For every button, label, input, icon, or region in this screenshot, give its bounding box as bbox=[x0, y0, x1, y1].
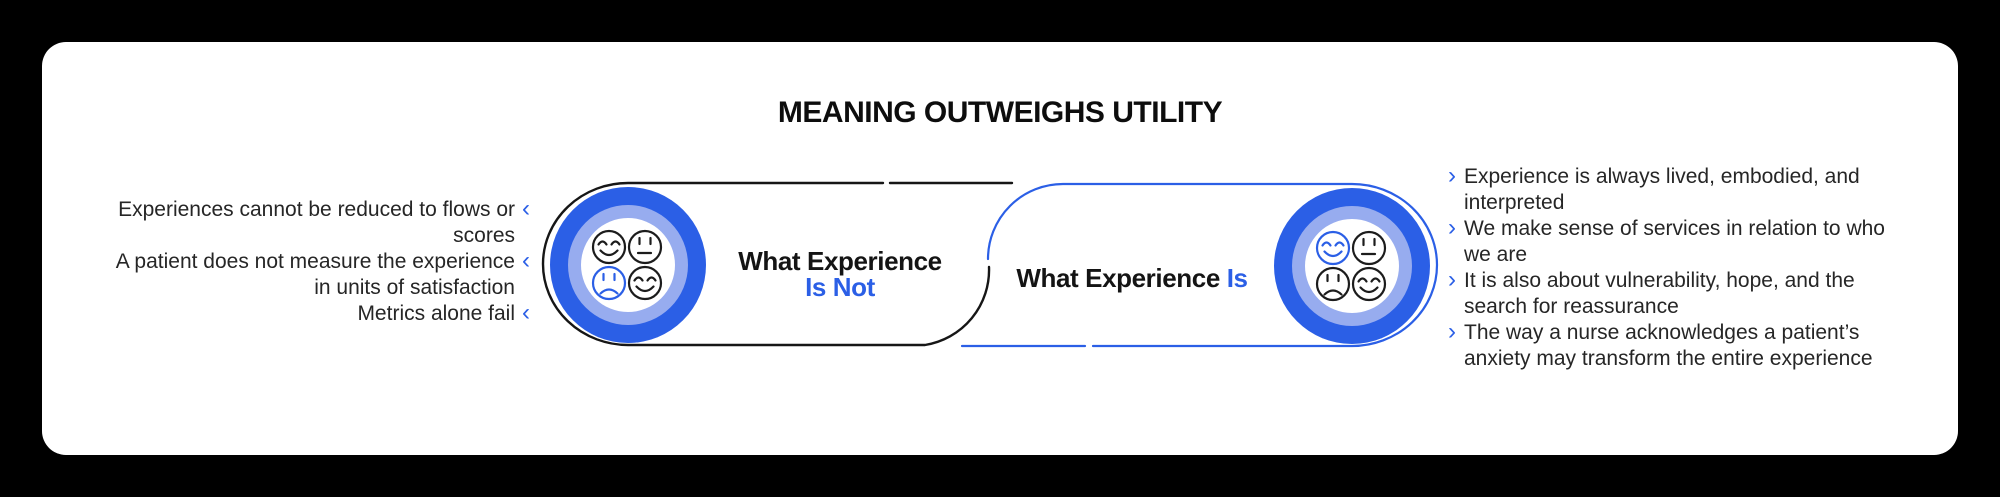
list-item: › We make sense of services in relation … bbox=[1448, 214, 1973, 268]
label-text: What Experience bbox=[1016, 263, 1220, 293]
list-item: › It is also about vulnerability, hope, … bbox=[1448, 266, 1973, 320]
chevron-left-icon: ‹ bbox=[522, 299, 530, 326]
chevron-left-icon: ‹ bbox=[522, 247, 530, 274]
chevron-right-icon: › bbox=[1448, 214, 1456, 241]
bullet-text: anxiety may transform the entire experie… bbox=[1464, 347, 1873, 370]
bullet-text: Metrics alone fail bbox=[357, 302, 515, 325]
what-experience-is-not-list: Experiences cannot be reduced to flows o… bbox=[52, 195, 530, 327]
list-item: A patient does not measure the experienc… bbox=[52, 247, 530, 301]
bullet-text: Experiences cannot be reduced to flows o… bbox=[118, 198, 515, 221]
label-accent-text: Is bbox=[1226, 263, 1248, 293]
chevron-left-icon: ‹ bbox=[522, 195, 530, 222]
bullet-text: in units of satisfaction bbox=[314, 276, 515, 299]
list-item: › The way a nurse acknowledges a patient… bbox=[1448, 318, 1973, 372]
bullet-text: interpreted bbox=[1464, 191, 1565, 214]
bullet-text: we are bbox=[1464, 243, 1528, 266]
chevron-right-icon: › bbox=[1448, 318, 1456, 345]
chevron-right-icon: › bbox=[1448, 162, 1456, 189]
what-experience-is-list: › Experience is always lived, embodied, … bbox=[1448, 162, 1973, 372]
label-text: What Experience bbox=[738, 246, 942, 276]
bullet-text: scores bbox=[453, 224, 515, 247]
bullet-text: A patient does not measure the experienc… bbox=[115, 250, 515, 273]
pill-label-is: What Experience Is bbox=[992, 263, 1272, 293]
bullet-text: The way a nurse acknowledges a patient’s bbox=[1464, 321, 1860, 344]
pill-label-is-not: What Experience Is Not bbox=[720, 248, 960, 300]
bullet-text: It is also about vulnerability, hope, an… bbox=[1464, 269, 1855, 292]
bullet-text: We make sense of services in relation to… bbox=[1464, 217, 1885, 240]
chevron-right-icon: › bbox=[1448, 266, 1456, 293]
page-title: MEANING OUTWEIGHS UTILITY bbox=[777, 96, 1223, 129]
label-accent-text: Is Not bbox=[805, 272, 875, 302]
bullet-text: Experience is always lived, embodied, an… bbox=[1464, 165, 1860, 188]
list-item: Experiences cannot be reduced to flows o… bbox=[52, 195, 530, 249]
list-item: › Experience is always lived, embodied, … bbox=[1448, 162, 1973, 216]
list-item: Metrics alone fail ‹ bbox=[52, 299, 530, 327]
bullet-text: search for reassurance bbox=[1464, 295, 1679, 318]
card: MEANING OUTWEIGHS UTILITY Experiences ca… bbox=[42, 42, 1958, 455]
